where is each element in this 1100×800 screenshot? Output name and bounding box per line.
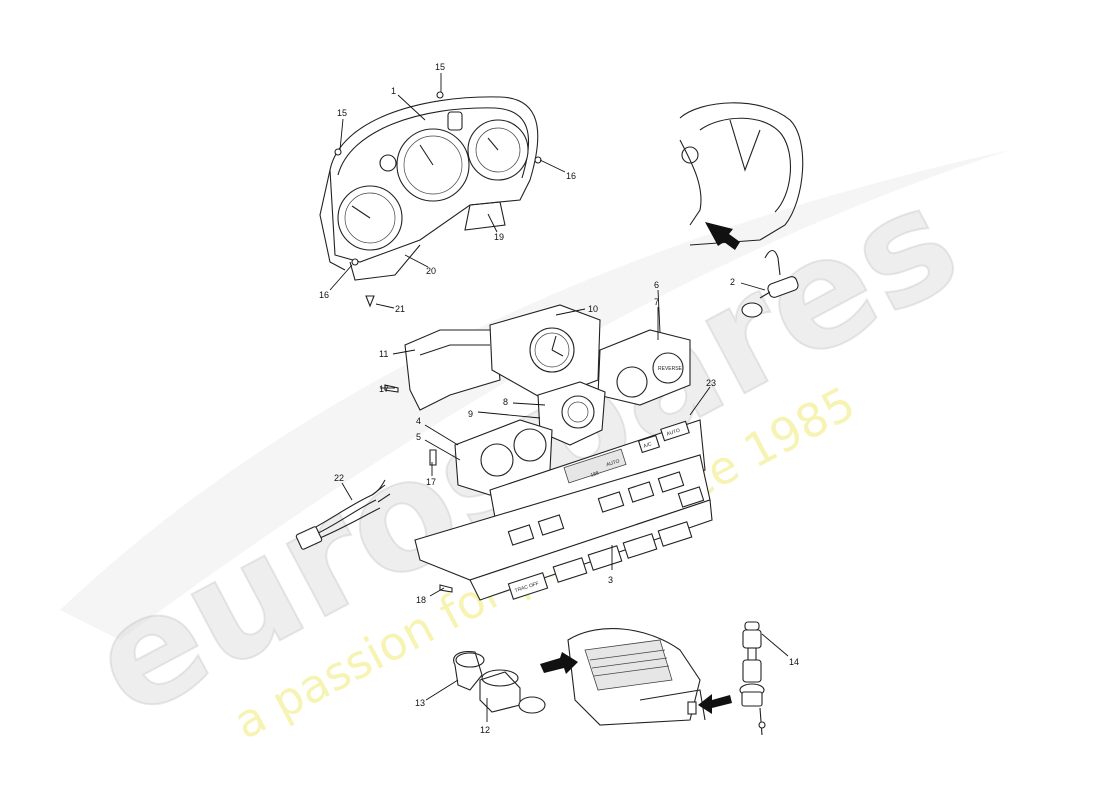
svg-text:A/C: A/C (643, 441, 653, 449)
ignition-barrel (741, 302, 763, 318)
instrument-cluster (319, 91, 542, 308)
watermark-swoosh (60, 150, 1010, 640)
callout-6: 6 (654, 280, 659, 290)
steering-wheel-inset (679, 102, 804, 318)
auto-button (660, 420, 690, 442)
centre-knob (561, 395, 595, 429)
callout-15-left: 15 (337, 108, 347, 118)
lighter-socket (744, 621, 760, 631)
centre-console: REVERSE 188 AUTO A/C AUTO TRAC OFF (384, 304, 713, 601)
reverse-knob-label: REVERSE (658, 366, 683, 372)
locator-arrow-icon (705, 222, 740, 250)
rotary-knob-left (616, 366, 648, 398)
callout-16-left: 16 (319, 290, 329, 300)
callout-9: 9 (468, 409, 473, 419)
svg-text:AUTO: AUTO (666, 428, 681, 438)
cigar-lighter-inset (453, 621, 766, 736)
svg-text:188: 188 (590, 470, 600, 478)
ac-button (637, 434, 661, 454)
callout-12: 12 (480, 725, 490, 735)
callout-23: 23 (706, 378, 716, 388)
callout-15-top: 15 (435, 62, 445, 72)
callout-11: 11 (379, 349, 388, 359)
climate-display (563, 448, 627, 484)
callout-16-right: 16 (566, 171, 576, 181)
callout-7: 7 (654, 297, 659, 307)
callout-4: 4 (416, 416, 421, 426)
locator-arrow-right-icon (698, 694, 732, 714)
callout-3: 3 (608, 575, 613, 585)
lighter-ring (518, 696, 546, 714)
trac-off-button (507, 572, 549, 600)
callout-20: 20 (426, 266, 436, 276)
knob-4 (480, 443, 514, 477)
svg-text:AUTO: AUTO (605, 458, 620, 468)
harness-connector (295, 526, 323, 550)
callout-5: 5 (416, 432, 421, 442)
locator-arrow-left-icon (540, 652, 578, 674)
callout-19: 19 (494, 232, 504, 242)
callout-8: 8 (503, 397, 508, 407)
callout-18: 18 (416, 595, 426, 605)
callout-2: 2 (730, 277, 735, 287)
callout-14: 14 (789, 657, 799, 667)
callout-numbers: 1 2 3 4 5 6 7 8 9 10 11 12 13 14 15 15 1… (319, 62, 799, 735)
wiring-harness (295, 479, 391, 550)
callout-13: 13 (415, 698, 425, 708)
callout-21: 21 (395, 304, 405, 314)
knob-5 (513, 428, 547, 462)
callout-1: 1 (391, 86, 396, 96)
callout-22: 22 (334, 473, 344, 483)
callout-10: 10 (588, 304, 598, 314)
callout-leaders (329, 73, 789, 722)
callout-17-top: 17 (379, 384, 389, 394)
rotary-knob-reverse (652, 352, 684, 384)
callout-17-bottom: 17 (426, 477, 436, 487)
